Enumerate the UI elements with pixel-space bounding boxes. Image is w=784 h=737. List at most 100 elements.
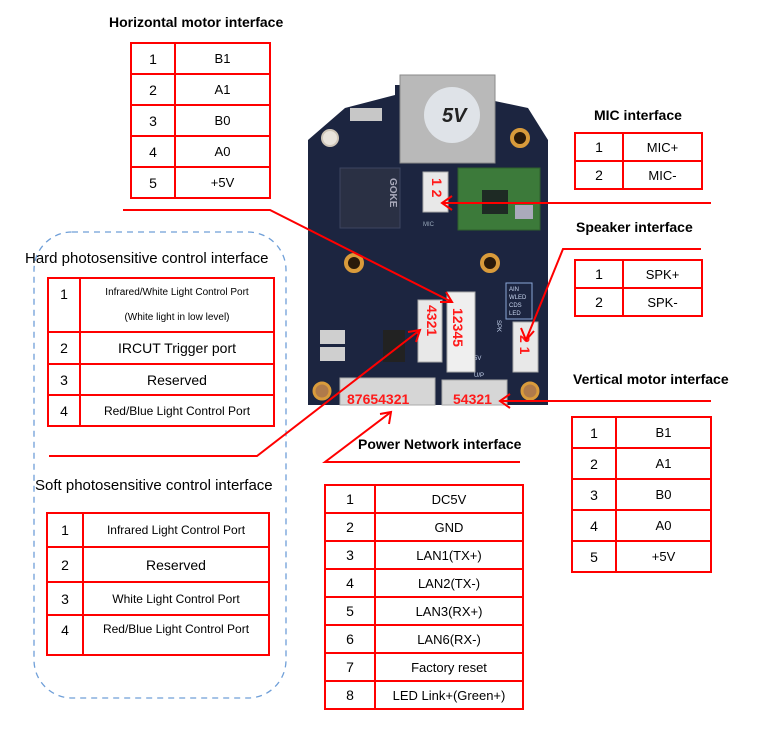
mount-hole-mid-right bbox=[480, 253, 500, 273]
arrowhead-vertical-motor bbox=[498, 393, 511, 409]
pin-signal: SPK- bbox=[622, 287, 703, 317]
pin-signal: DC5V bbox=[374, 484, 524, 514]
pin-number: 7 bbox=[324, 652, 376, 682]
pin-number: 2 bbox=[130, 73, 176, 106]
silk-mic: MIC bbox=[423, 222, 435, 228]
pin-signal: IRCUT Trigger port bbox=[79, 331, 275, 365]
leader-photosensitive bbox=[49, 329, 421, 457]
pin-signal: Reserved bbox=[79, 363, 275, 396]
arrowhead-horizontal-motor bbox=[440, 291, 454, 303]
vertical-motor-title: Vertical motor interface bbox=[573, 371, 729, 387]
pin-signal: LAN6(RX-) bbox=[374, 624, 524, 654]
pin-signal: LAN1(TX+) bbox=[374, 540, 524, 570]
leader-lines bbox=[49, 195, 711, 463]
pin-number: 4 bbox=[324, 568, 376, 598]
pin-number: 3 bbox=[571, 478, 617, 511]
pin-signal: +5V bbox=[174, 166, 271, 199]
silk-spk: SPK bbox=[495, 320, 501, 332]
pin-number: 3 bbox=[324, 540, 376, 570]
pin-number: 4 bbox=[47, 394, 81, 427]
photosensitive-connector bbox=[417, 299, 443, 363]
photosensitive-group-outline bbox=[33, 231, 287, 699]
pin-number: 2 bbox=[574, 160, 624, 190]
pin-number: 2 bbox=[46, 546, 84, 583]
silk-ain: AIN bbox=[509, 287, 519, 293]
silk-led: LED bbox=[509, 311, 521, 317]
hard-photosensitive-table: 1 Infrared/White Light Control Port (Whi… bbox=[47, 277, 275, 427]
speaker-connector-pins: 2 1 bbox=[517, 335, 533, 355]
pin-number: 1 bbox=[47, 277, 81, 333]
pin-signal: MIC+ bbox=[622, 132, 703, 162]
silk-wled: WLED bbox=[509, 295, 527, 301]
pin-number: 2 bbox=[47, 331, 81, 365]
pin-signal: Reserved bbox=[82, 546, 270, 583]
silk-cds: CDS bbox=[509, 303, 522, 309]
sd-label-disc bbox=[424, 87, 480, 143]
pin-number: 4 bbox=[571, 509, 617, 542]
mount-hole-top-left bbox=[321, 129, 339, 147]
leader-horizontal-motor bbox=[123, 209, 453, 303]
pin-number: 1 bbox=[324, 484, 376, 514]
vertical-motor-connector-pins: 54321 bbox=[453, 391, 492, 407]
soft-photosensitive-title: Soft photosensitive control interface bbox=[35, 477, 273, 494]
pin-number: 2 bbox=[571, 447, 617, 480]
pin-signal: LED Link+(Green+) bbox=[374, 680, 524, 710]
pin-signal: A1 bbox=[174, 73, 271, 106]
chip-brand-label: GOKE bbox=[387, 178, 398, 208]
arrowhead-power-network bbox=[379, 410, 393, 425]
speaker-connector bbox=[512, 321, 539, 373]
horizontal-motor-title: Horizontal motor interface bbox=[109, 14, 284, 30]
pin-number: 3 bbox=[130, 104, 176, 137]
soc-chip bbox=[339, 167, 401, 229]
horizontal-motor-connector-pins: 12345 bbox=[450, 308, 466, 347]
power-network-connector bbox=[339, 377, 436, 406]
pin-number: 3 bbox=[47, 363, 81, 396]
pin-number: 4 bbox=[130, 135, 176, 168]
arrowhead-mic bbox=[440, 195, 453, 211]
pin-signal: A0 bbox=[615, 509, 712, 542]
pcb-outline bbox=[308, 85, 548, 405]
pin-signal: White Light Control Port bbox=[82, 581, 270, 616]
pin-signal: +5V bbox=[615, 540, 712, 573]
pin-signal: A1 bbox=[615, 447, 712, 480]
wifi-crystal bbox=[515, 205, 533, 219]
pin-signal: Red/Blue Light Control Port bbox=[79, 394, 275, 427]
arrowhead-photosensitive bbox=[407, 328, 422, 343]
pin-signal: B0 bbox=[174, 104, 271, 137]
pin-number: 4 bbox=[46, 614, 84, 656]
table-row: 1 Infrared/White Light Control Port (Whi… bbox=[47, 277, 275, 333]
pin-number: 1 bbox=[46, 512, 84, 548]
mount-hole-bottom-right bbox=[520, 381, 540, 401]
switch-component bbox=[350, 108, 382, 121]
pin-number: 8 bbox=[324, 680, 376, 710]
power-network-title: Power Network interface bbox=[358, 436, 522, 452]
speaker-title: Speaker interface bbox=[576, 219, 693, 235]
sd-label: 5V bbox=[442, 105, 468, 127]
pin-number: 1 bbox=[574, 259, 624, 289]
mount-hole-bottom-left bbox=[312, 381, 332, 401]
mount-hole-mid-left bbox=[344, 253, 364, 273]
